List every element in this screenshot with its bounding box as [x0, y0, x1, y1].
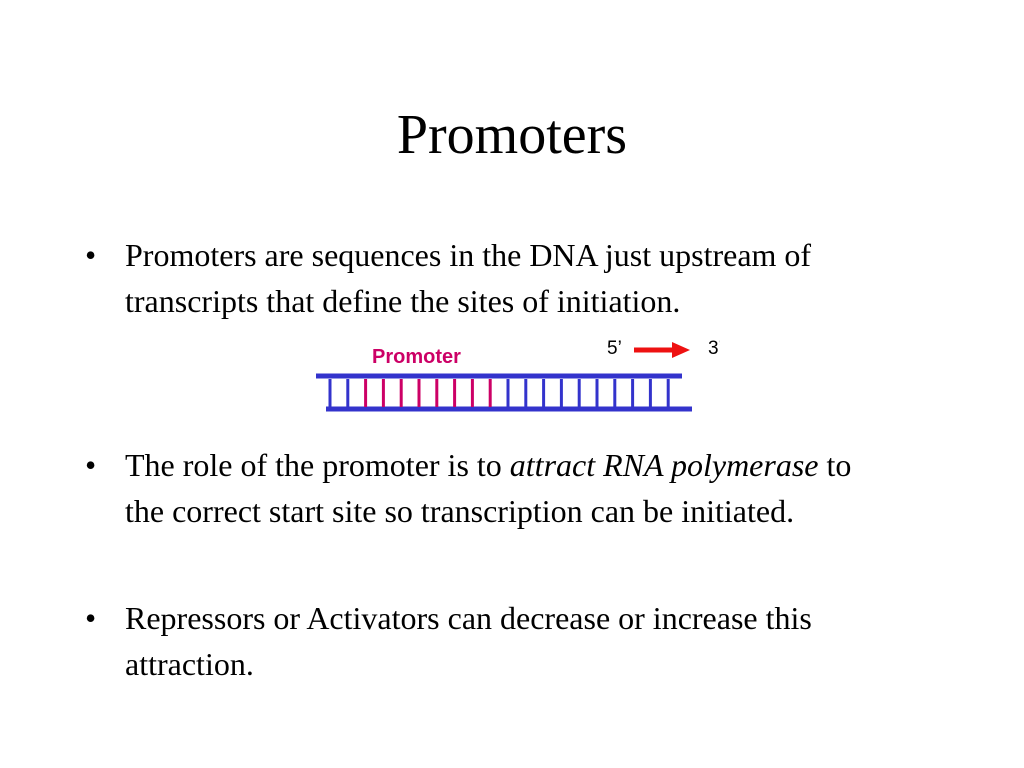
- bullet-text-segment: Promoters are sequences in the DNA just …: [125, 237, 812, 319]
- slide-title: Promoters: [396, 104, 628, 166]
- bullet-text: The role of the promoter is to attract R…: [125, 442, 875, 534]
- promoter-label: Promoter: [372, 346, 461, 368]
- direction-arrow: [634, 342, 690, 358]
- bullet-text: Promoters are sequences in the DNA just …: [125, 232, 875, 324]
- bullet-text-segment: to the correct start site so transcripti…: [125, 447, 852, 529]
- bullet-item: • Promoters are sequences in the DNA jus…: [85, 232, 875, 324]
- bullet-item: • The role of the promoter is to attract…: [85, 442, 875, 534]
- bullet-marker: •: [85, 600, 97, 636]
- bullet-marker: •: [85, 237, 97, 273]
- direction-arrow-head: [672, 342, 690, 358]
- three-prime-label: 3’: [708, 338, 720, 359]
- bullet-text-emphasis: attract RNA polymerase: [509, 447, 819, 483]
- bullet-text-segment: The role of the promoter is to: [125, 447, 510, 483]
- dna-rungs: [328, 379, 670, 407]
- five-prime-label: 5’: [607, 338, 622, 359]
- dna-promoter-diagram: Promoter 5’ 3’: [316, 338, 720, 412]
- bullet-text-segment: Repressors or Activators can decrease or…: [125, 600, 812, 682]
- bullet-text: Repressors or Activators can decrease or…: [125, 595, 875, 687]
- bullet-marker: •: [85, 447, 97, 483]
- bullet-item: • Repressors or Activators can decrease …: [85, 595, 875, 687]
